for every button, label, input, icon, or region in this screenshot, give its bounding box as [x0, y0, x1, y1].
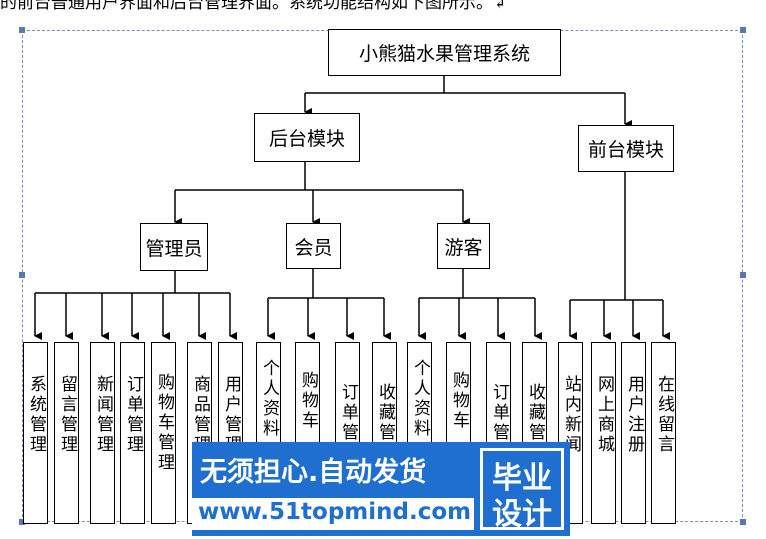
leaf-label: 订单管理: [123, 375, 143, 455]
leaf-label: 用户注册: [624, 375, 644, 455]
leaf-node: 在线留言: [651, 342, 676, 524]
watermark-url-strip: www.51topmind.com: [192, 498, 474, 530]
admin-role-label: 管理员: [145, 237, 203, 260]
backend-module-node: 后台模块: [254, 113, 360, 162]
leaf-node: 站内新闻: [558, 342, 583, 524]
leaf-label: 收藏管: [375, 383, 395, 443]
watermark-badge-line1: 毕业: [492, 461, 552, 496]
guest-role-label: 游客: [444, 236, 483, 259]
leaf-label: 留言管理: [57, 375, 77, 455]
leaf-node: 留言管理: [54, 342, 79, 524]
leaf-label: 购物车: [298, 371, 318, 431]
selection-handle-mid-left[interactable]: [19, 272, 25, 278]
watermark-badge-line2: 设计: [492, 497, 552, 532]
selection-handle-top-right[interactable]: [740, 27, 746, 33]
selection-handle-mid-right[interactable]: [740, 272, 746, 278]
leaf-label: 商品管理: [190, 375, 210, 455]
admin-role-node: 管理员: [140, 223, 208, 271]
guest-role-node: 游客: [437, 223, 490, 269]
selection-handle-bottom-right[interactable]: [740, 519, 746, 525]
leaf-label: 站内新闻: [561, 375, 581, 455]
root-node: 小熊猫水果管理系统: [328, 29, 561, 76]
watermark-left-panel: 无须担心.自动发货 www.51topmind.com: [192, 442, 474, 536]
leaf-label: 订单管: [338, 383, 358, 443]
frontend-module-node: 前台模块: [578, 125, 674, 172]
leaf-label: 收藏管: [525, 383, 545, 443]
leaf-node: 系统管理: [23, 342, 48, 524]
leaf-node: 网上商城: [591, 342, 616, 524]
leaf-label: 个人资料: [410, 359, 430, 439]
leaf-label: 系统管理: [26, 375, 46, 455]
frontend-module-label: 前台模块: [587, 139, 664, 161]
caption-text: 的前台普通用户界面和后台管理界面。系统功能结构如下图所示。↲: [0, 0, 508, 13]
watermark-banner: 无须担心.自动发货 www.51topmind.com 毕业 设计: [192, 442, 570, 536]
backend-module-label: 后台模块: [268, 128, 345, 150]
leaf-label: 个人资料: [259, 359, 279, 439]
leaf-label: 网上商城: [594, 375, 614, 455]
member-role-label: 会员: [294, 236, 333, 259]
leaf-label: 购物车管理: [154, 373, 174, 473]
watermark-slogan: 无须担心.自动发货: [200, 457, 427, 488]
leaf-node: 用户注册: [621, 342, 646, 524]
leaf-label: 在线留言: [654, 375, 674, 455]
member-role-node: 会员: [286, 223, 341, 269]
selection-handle-top-left[interactable]: [19, 27, 25, 33]
leaf-label: 新闻管理: [93, 375, 113, 455]
leaf-label: 购物车: [449, 371, 469, 431]
leaf-label: 用户管理: [221, 375, 241, 455]
leaf-node: 购物车管理: [151, 342, 176, 524]
leaf-label: 订单管: [489, 383, 509, 443]
selection-handle-bottom-left[interactable]: [19, 519, 25, 525]
leaf-node: 新闻管理: [90, 342, 115, 524]
root-node-label: 小熊猫水果管理系统: [358, 43, 530, 65]
watermark-badge: 毕业 设计: [480, 448, 564, 532]
leaf-node: 订单管理: [120, 342, 145, 524]
watermark-url: www.51topmind.com: [198, 499, 472, 525]
